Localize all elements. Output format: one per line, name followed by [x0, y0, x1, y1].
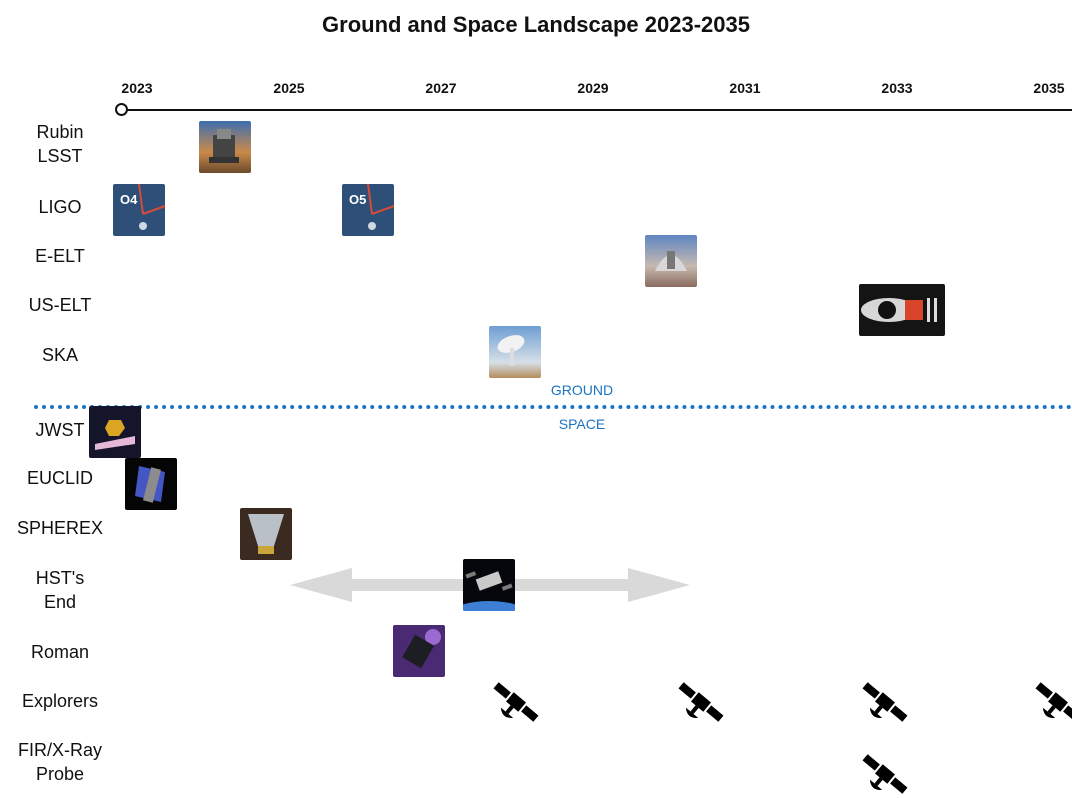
year-label: 2035	[1033, 80, 1065, 96]
row-label-ska: SKA	[41, 345, 79, 365]
ska-image	[489, 326, 541, 378]
satellite-icon	[678, 682, 724, 722]
ground-space-divider	[34, 405, 1072, 409]
eelt-image	[645, 235, 697, 287]
ligo-o4-image: O4	[113, 184, 165, 236]
row-label-spherex: SPHEREX	[16, 518, 104, 538]
row-label-eelt: E-ELT	[35, 246, 85, 266]
ligo-run-o5: O5	[349, 192, 367, 207]
satellite-icon	[862, 754, 908, 794]
ligo-run-o4: O4	[120, 192, 138, 207]
year-label: 2031	[729, 80, 761, 96]
satellite-icon	[862, 682, 908, 722]
ligo-o5-image: O5	[342, 184, 394, 236]
hst-image	[463, 559, 515, 611]
year-label: 2027	[425, 80, 457, 96]
roman-image	[393, 625, 445, 677]
page-title: Ground and Space Landscape 2023-2035	[322, 12, 750, 37]
row-label-jwst: JWST	[35, 420, 85, 440]
timeline-start-marker	[115, 103, 128, 116]
rubin-observatory-image	[199, 121, 251, 173]
year-label: 2033	[881, 80, 913, 96]
row-label-euclid: EUCLID	[26, 468, 93, 488]
year-label: 2023	[121, 80, 153, 96]
row-label-roman: Roman	[30, 642, 90, 662]
year-label: 2029	[577, 80, 609, 96]
row-label-explorers: Explorers	[21, 691, 99, 711]
jwst-image	[89, 406, 141, 458]
ground-label: GROUND	[550, 382, 614, 398]
euclid-image	[125, 458, 177, 510]
spherex-image	[240, 508, 292, 560]
uselt-image	[859, 284, 945, 336]
year-label: 2025	[273, 80, 305, 96]
row-label-rubin: Rubin LSST	[36, 122, 84, 166]
satellite-icon	[493, 682, 539, 722]
row-label-uselt: US-ELT	[28, 295, 92, 315]
row-label-hst: HST's End	[35, 568, 85, 612]
row-label-ligo: LIGO	[38, 197, 82, 217]
satellite-icon	[1035, 682, 1072, 722]
space-label: SPACE	[558, 416, 606, 432]
row-label-probe: FIR/X-Ray Probe	[17, 740, 102, 784]
timeline-axis	[121, 109, 1072, 111]
